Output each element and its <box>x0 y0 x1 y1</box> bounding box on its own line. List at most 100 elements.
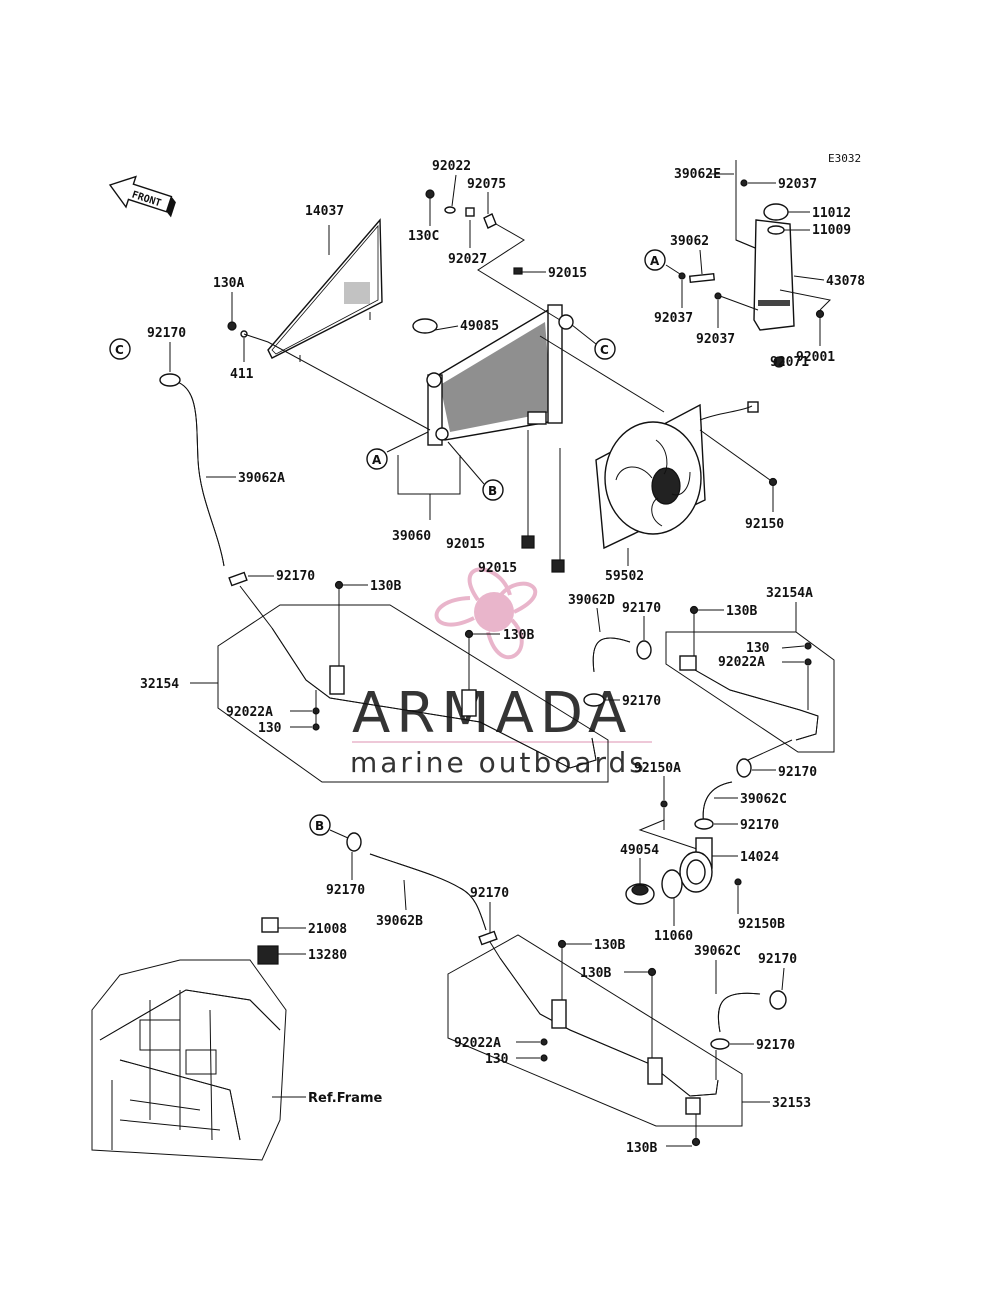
label-92150: 92150 <box>745 517 784 532</box>
label-92170-d: 92170 <box>622 694 661 709</box>
pipe-32154a <box>679 655 819 741</box>
label-49054: 49054 <box>620 843 659 858</box>
svg-text:C: C <box>600 343 609 357</box>
label-92170-h: 92170 <box>470 886 509 901</box>
label-39062C-a: 39062C <box>740 792 787 807</box>
relay-21008 <box>261 917 279 933</box>
callout-b-bottom: B <box>309 814 331 836</box>
label-39062: 39062 <box>670 234 709 249</box>
label-130B-c: 130B <box>726 604 757 619</box>
label-11009: 11009 <box>812 223 851 238</box>
label-49085: 49085 <box>460 319 499 334</box>
radiator-screen <box>267 218 383 362</box>
label-130B-d: 130B <box>594 938 625 953</box>
label-39062A: 39062A <box>238 471 285 486</box>
hose-39062c-lower <box>710 990 787 1050</box>
label-92037-b: 92037 <box>654 311 693 326</box>
label-92037-c: 92037 <box>696 332 735 347</box>
label-92015-b: 92015 <box>446 537 485 552</box>
label-92150A: 92150A <box>634 761 681 776</box>
diagram-code: E3032 <box>828 152 861 165</box>
label-130-a: 130 <box>258 721 282 736</box>
label-32153: 32153 <box>772 1096 811 1111</box>
hose-39062d <box>583 637 652 707</box>
label-92022A-c: 92022A <box>454 1036 501 1051</box>
label-59502: 59502 <box>605 569 644 584</box>
reservoir-cap <box>763 203 789 221</box>
radiator <box>412 304 574 446</box>
vehicle-frame <box>91 959 287 1161</box>
label-130-b: 130 <box>746 641 770 656</box>
label-21008: 21008 <box>308 922 347 937</box>
label-92022: 92022 <box>432 159 471 174</box>
thermostat <box>625 883 655 905</box>
label-130A: 130A <box>213 276 244 291</box>
cooling-fan <box>595 401 759 550</box>
label-130-c: 130 <box>485 1052 509 1067</box>
callout-c-left: C <box>109 338 131 360</box>
label-39062D: 39062D <box>568 593 615 608</box>
label-14037: 14037 <box>305 204 344 219</box>
callout-a-left: A <box>366 448 388 470</box>
label-14024: 14024 <box>740 850 779 865</box>
label-130B-e: 130B <box>580 966 611 981</box>
label-32154A: 32154A <box>766 586 813 601</box>
label-130B-b: 130B <box>503 628 534 643</box>
label-92170-f: 92170 <box>740 818 779 833</box>
label-92075: 92075 <box>467 177 506 192</box>
hose-39062a <box>159 373 248 587</box>
label-32154: 32154 <box>140 677 179 692</box>
label-92170-j: 92170 <box>756 1038 795 1053</box>
reservoir-tank <box>735 160 825 368</box>
svg-text:C: C <box>115 343 124 357</box>
watermark: ARMADA marine outboards <box>350 567 652 779</box>
pipe-32153 <box>489 941 719 1115</box>
label-13280: 13280 <box>308 948 347 963</box>
label-92022A-a: 92022A <box>226 705 273 720</box>
label-411: 411 <box>230 367 254 382</box>
label-92170-i: 92170 <box>758 952 797 967</box>
svg-text:A: A <box>650 254 660 268</box>
thermostat-housing <box>679 837 713 893</box>
callout-a-right: A <box>644 249 666 271</box>
label-39060: 39060 <box>392 529 431 544</box>
label-11060: 11060 <box>654 929 693 944</box>
label-92170-a: 92170 <box>147 326 186 341</box>
watermark-brand: ARMADA <box>352 681 632 746</box>
label-92170-b: 92170 <box>276 569 315 584</box>
callout-c-right: C <box>594 338 616 360</box>
label-11012: 11012 <box>812 206 851 221</box>
label-43078: 43078 <box>826 274 865 289</box>
label-39062E: 39062E <box>674 167 721 182</box>
front-arrow-icon: FRONT <box>108 175 176 218</box>
radiator-cap <box>412 318 438 334</box>
svg-text:B: B <box>488 484 497 498</box>
label-130C: 130C <box>408 229 439 244</box>
label-39062C-b: 39062C <box>694 944 741 959</box>
label-92022A-b: 92022A <box>718 655 765 670</box>
watermark-propeller-logo <box>434 567 538 660</box>
callout-b-top: B <box>482 479 504 501</box>
svg-text:B: B <box>315 819 324 833</box>
label-39062B: 39062B <box>376 914 423 929</box>
svg-text:A: A <box>372 453 382 467</box>
watermark-tagline: marine outboards <box>350 746 647 779</box>
label-92170-g: 92170 <box>326 883 365 898</box>
label-92170-c: 92170 <box>622 601 661 616</box>
label-130B-a: 130B <box>370 579 401 594</box>
label-92170-e: 92170 <box>778 765 817 780</box>
label-92027: 92027 <box>448 252 487 267</box>
label-92015-c: 92015 <box>478 561 517 576</box>
label-92015-a: 92015 <box>548 266 587 281</box>
label-92001: 92001 <box>796 350 835 365</box>
label-92037-a: 92037 <box>778 177 817 192</box>
relay-13280 <box>257 945 279 965</box>
label-92150B: 92150B <box>738 917 785 932</box>
label-130B-f: 130B <box>626 1141 657 1156</box>
pipe-32154 <box>239 585 597 769</box>
hose-39062b <box>369 853 487 931</box>
label-92071: 92071 <box>770 355 809 370</box>
label-ref-frame: Ref.Frame <box>308 1091 382 1106</box>
